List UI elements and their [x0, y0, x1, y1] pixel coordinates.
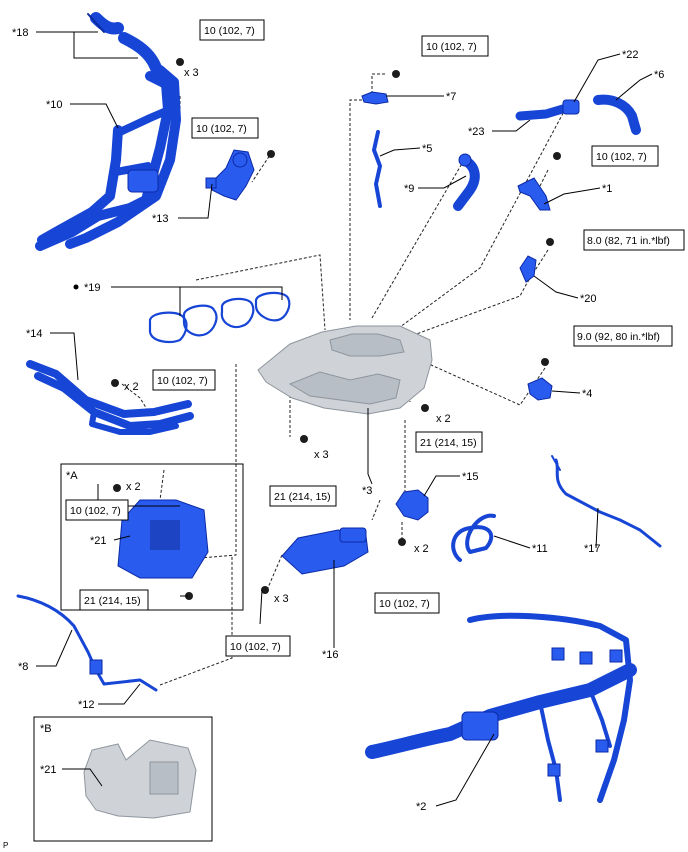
part-label-6: *6 [654, 69, 664, 81]
part-label-4: *4 [582, 388, 592, 400]
part-label-14: *14 [26, 328, 43, 340]
part-11-hose [451, 513, 496, 562]
svg-text:21 (214, 15): 21 (214, 15) [274, 491, 331, 503]
torque-box-4: 10 (102, 7) [591, 145, 659, 167]
part-13-bracket [205, 149, 255, 201]
part-label-13: *13 [152, 213, 169, 225]
part-17-wire [551, 455, 662, 548]
part-14-pipes [26, 360, 194, 435]
part-16-bracket [281, 527, 369, 575]
part-3-intake-manifold [257, 325, 433, 415]
torque-box-7: 10 (102, 7) [152, 369, 216, 391]
part-2-wire-harness [365, 612, 637, 803]
part-label-22: *22 [622, 49, 639, 61]
svg-text:10 (102, 7): 10 (102, 7) [596, 151, 647, 163]
part-label-16: *16 [322, 649, 339, 661]
bolts [111, 58, 561, 600]
torque-box-6: 9.0 (92, 80 in.*lbf) [573, 325, 673, 347]
part-label-1: *1 [602, 183, 612, 195]
part-5-hose [372, 130, 382, 208]
part-label-23: *23 [468, 126, 485, 138]
part-label-15: *15 [462, 471, 479, 483]
part-20-bracket [519, 255, 537, 283]
part-label-b21: *21 [40, 764, 57, 776]
torque-box-3: 10 (102, 7) [191, 117, 259, 139]
torque-box-13: 10 (102, 7) [225, 635, 291, 657]
svg-text:9.0 (92, 80 in.*lbf): 9.0 (92, 80 in.*lbf) [577, 331, 660, 343]
part-label-2: *2 [416, 801, 426, 813]
part-A21-bracket [117, 499, 209, 579]
dashed-leaders [121, 73, 569, 686]
part-label-19: *19 [84, 282, 101, 294]
inset-label-a: *A [66, 470, 78, 482]
part-label-8: *8 [18, 661, 28, 673]
inset-frame-a [60, 463, 244, 611]
torque-box-10: 10 (102, 7) [65, 499, 129, 521]
part-4-sensor [527, 377, 553, 401]
inset-label-b: *B [40, 723, 52, 735]
part-18-hoses [87, 12, 162, 74]
torque-box-9: 21 (214, 15) [269, 485, 337, 507]
quantity-4: x 2 [436, 413, 451, 425]
svg-text:10 (102, 7): 10 (102, 7) [196, 123, 247, 135]
part-label-18: *18 [12, 27, 29, 39]
svg-text:10 (102, 7): 10 (102, 7) [426, 41, 477, 53]
part-B21-bracket [83, 739, 197, 819]
part-label-11: *11 [532, 543, 548, 555]
part-label-a21: *21 [90, 535, 107, 547]
solid-leaders [36, 31, 653, 807]
quantity-1: x 3 [184, 67, 199, 79]
svg-text:8.0 (82, 71 in.*lbf): 8.0 (82, 71 in.*lbf) [587, 235, 670, 247]
torque-box-2: 10 (102, 7) [421, 35, 489, 57]
torque-box-8: 21 (214, 15) [415, 431, 483, 453]
quantity-2: x 2 [124, 381, 139, 393]
quantity-5: x 2 [126, 481, 141, 493]
part-label-12: *12 [78, 699, 95, 711]
part-label-10: *10 [46, 99, 63, 111]
torque-box-11: 21 (214, 15) [79, 589, 149, 611]
svg-text:10 (102, 7): 10 (102, 7) [157, 375, 208, 387]
part-label-5: *5 [422, 143, 432, 155]
svg-text:10 (102, 7): 10 (102, 7) [204, 25, 255, 37]
quantity-6: x 2 [414, 543, 429, 555]
svg-text:10 (102, 7): 10 (102, 7) [70, 505, 121, 517]
quantity-3: x 3 [314, 449, 329, 461]
part-label-3: *3 [362, 485, 372, 497]
part-7-sensor [361, 91, 389, 105]
torque-box-1: 10 (102, 7) [199, 19, 265, 41]
torque-box-5: 8.0 (82, 71 in.*lbf) [583, 229, 685, 251]
inset-frame-b [33, 716, 213, 842]
part-15-valve [395, 489, 429, 521]
part-9-hose [453, 153, 480, 211]
part-19-gaskets [148, 291, 291, 343]
part-label-17: *17 [584, 543, 601, 555]
part-1-bracket [517, 177, 551, 211]
part-10-water-pipe [35, 65, 181, 251]
svg-text:21 (214, 15): 21 (214, 15) [420, 437, 477, 449]
part-22-23-6-hoses [515, 94, 641, 135]
svg-text:21 (214, 15): 21 (214, 15) [84, 595, 141, 607]
svg-text:10 (102, 7): 10 (102, 7) [230, 641, 281, 653]
part-label-7: *7 [446, 91, 456, 103]
corner-mark: P [3, 841, 8, 850]
part-label-9: *9 [404, 183, 414, 195]
quantity-7: x 3 [274, 593, 289, 605]
torque-box-12: 10 (102, 7) [374, 592, 440, 614]
part-8-12-wire [16, 594, 158, 692]
part-label-20: *20 [580, 293, 597, 305]
svg-text:10 (102, 7): 10 (102, 7) [379, 598, 430, 610]
bullet-dot [73, 284, 79, 290]
